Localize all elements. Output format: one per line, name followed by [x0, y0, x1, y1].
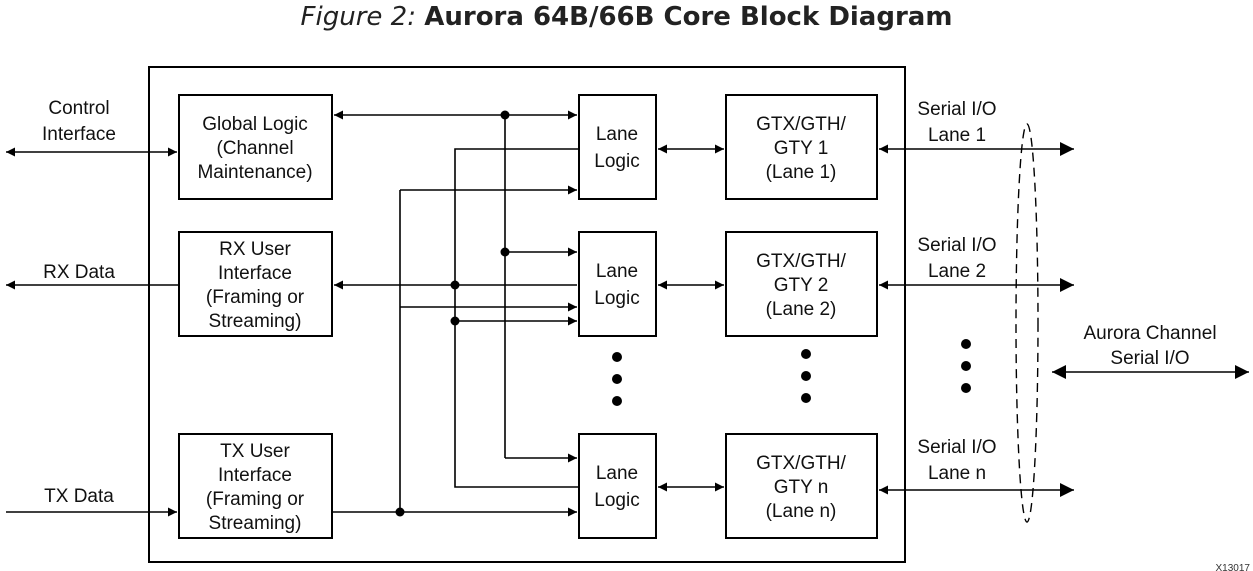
- lane-logic-label: Lane: [596, 124, 638, 145]
- gt-lane-n-label: (Lane n): [766, 501, 837, 522]
- lane-logic-label: Logic: [594, 151, 639, 172]
- rx-user-interface-label: RX User: [219, 239, 291, 260]
- gt-lane-n-label: GTX/GTH/: [756, 453, 846, 474]
- tx-data-label: TX Data: [44, 486, 114, 507]
- serial-io-lane1-label: Serial I/O: [917, 99, 996, 120]
- figure-name: Aurora 64B/66B Core Block Diagram: [424, 2, 953, 32]
- gt-lane-2-block: [725, 231, 878, 337]
- serial-io-lane2-label: Serial I/O: [917, 235, 996, 256]
- lane-logic-2-block: [578, 231, 657, 337]
- ellipsis-dot: [801, 349, 811, 359]
- figure-label: Figure 2:: [300, 2, 416, 32]
- rx-user-interface-block: [178, 231, 333, 337]
- junction-dot: [500, 247, 510, 257]
- lane-logic-label: Logic: [594, 288, 639, 309]
- gt-lane-2-label: GTX/GTH/: [756, 251, 846, 272]
- lane-logic-label: Logic: [594, 490, 639, 511]
- tx-user-interface-label: Streaming): [209, 513, 302, 534]
- tx-user-interface-label: TX User: [220, 441, 290, 462]
- ellipsis-dot: [961, 361, 971, 371]
- tx-user-interface-label: (Framing or: [206, 489, 305, 510]
- ellipsis-dot: [612, 374, 622, 384]
- tx-user-interface-block: [178, 433, 333, 539]
- channel-bundle-ellipse: [1015, 123, 1039, 523]
- gt-lane-n-label: GTY n: [774, 477, 829, 498]
- global-logic-label: Maintenance): [197, 162, 312, 183]
- junction-dot: [450, 316, 460, 326]
- lane-logic-label: Lane: [596, 463, 638, 484]
- ellipsis-dot: [801, 393, 811, 403]
- lane-logic-n-block: [578, 433, 657, 539]
- rx-user-interface-label: (Framing or: [206, 287, 305, 308]
- serial-io-lane2-label: Lane 2: [928, 261, 986, 282]
- junction-dot: [500, 110, 510, 120]
- gt-lane-1-label: GTY 1: [774, 138, 829, 159]
- gt-lane-2-label: (Lane 2): [766, 299, 837, 320]
- ellipsis-dot: [612, 396, 622, 406]
- gt-lane-1-label: GTX/GTH/: [756, 114, 846, 135]
- global-logic-block: [178, 94, 333, 200]
- ellipsis-dot: [961, 339, 971, 349]
- junction-dot: [395, 507, 405, 517]
- rx-data-label: RX Data: [43, 262, 115, 283]
- rx-user-interface-label: Streaming): [209, 311, 302, 332]
- figure-title: Figure 2: Aurora 64B/66B Core Block Diag…: [0, 2, 1253, 32]
- tx-user-interface-label: Interface: [218, 465, 292, 486]
- serial-io-lanen-label: Lane n: [928, 463, 986, 484]
- serial-io-lane1-label: Lane 1: [928, 125, 986, 146]
- gt-lane-2-label: GTY 2: [774, 275, 829, 296]
- gt-lane-1-block: [725, 94, 878, 200]
- aurora-channel-label: Serial I/O: [1110, 348, 1189, 369]
- lane-logic-1-block: [578, 94, 657, 200]
- control-interface-label: Interface: [42, 124, 116, 145]
- lane-logic-label: Lane: [596, 261, 638, 282]
- aurora-channel-label: Aurora Channel: [1083, 323, 1216, 344]
- gt-lane-n-block: [725, 433, 878, 539]
- corner-id-label: X13017: [1216, 563, 1251, 571]
- global-logic-label: (Channel: [216, 138, 293, 159]
- ellipsis-dot: [612, 352, 622, 362]
- control-interface-label: Control: [48, 98, 109, 119]
- ellipsis-dot: [801, 371, 811, 381]
- junction-dot: [450, 280, 460, 290]
- global-logic-label: Global Logic: [202, 114, 308, 135]
- gt-lane-1-label: (Lane 1): [766, 162, 837, 183]
- ellipsis-dot: [961, 383, 971, 393]
- rx-user-interface-label: Interface: [218, 263, 292, 284]
- serial-io-lanen-label: Serial I/O: [917, 437, 996, 458]
